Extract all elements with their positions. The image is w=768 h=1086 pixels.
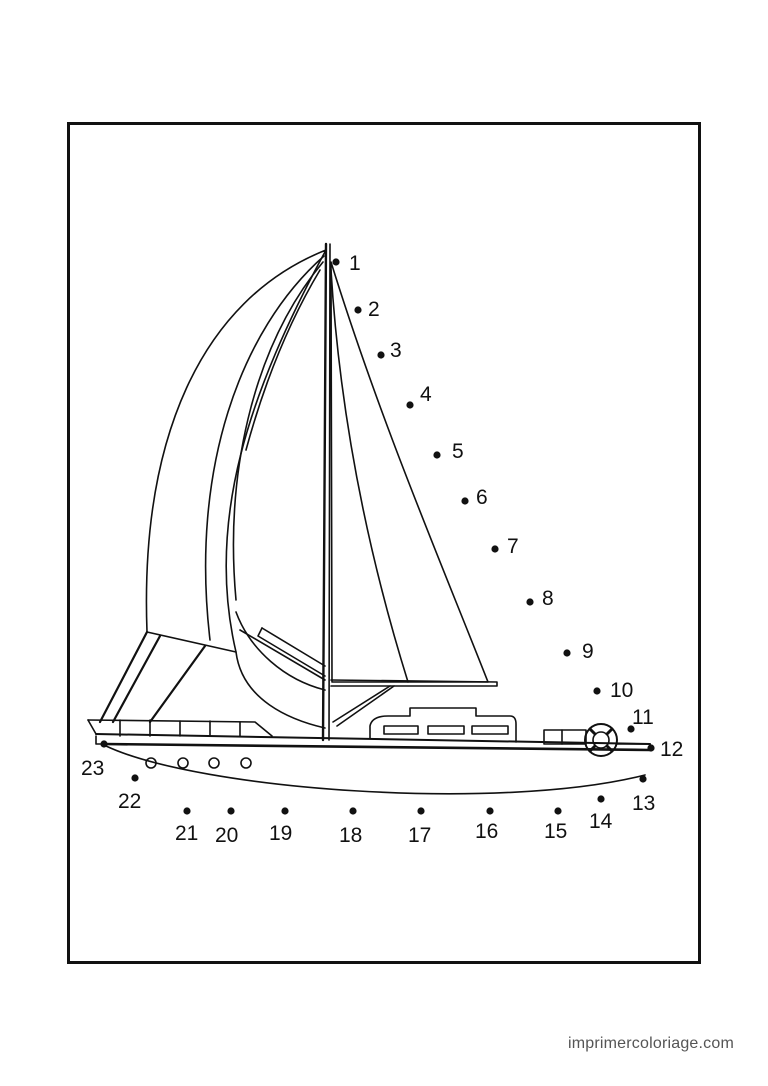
spinnaker-sail: [145, 249, 327, 729]
dot-label-11: 11: [632, 706, 654, 729]
dot-21: [183, 807, 191, 815]
dot-8: [526, 598, 534, 606]
mast: [321, 242, 331, 742]
dot-10: [593, 687, 601, 695]
dot-3: [377, 351, 385, 359]
dot-20: [227, 807, 235, 815]
dot-15: [554, 807, 562, 815]
dot-9: [563, 649, 571, 657]
dot-7: [491, 545, 499, 553]
dot-label-3: 3: [390, 339, 402, 362]
dot-label-16: 16: [475, 820, 498, 843]
dot-12: [647, 744, 655, 752]
dot-label-1: 1: [349, 252, 361, 275]
dot-11: [627, 725, 635, 733]
dot-label-13: 13: [632, 792, 655, 815]
dot-label-14: 14: [589, 810, 613, 833]
dot-label-7: 7: [507, 535, 519, 558]
dot-22: [131, 774, 139, 782]
bow-railing: [87, 719, 273, 737]
dot-1: [332, 258, 340, 266]
dot-18: [349, 807, 357, 815]
worksheet-frame: [67, 122, 701, 964]
dot-23: [100, 740, 108, 748]
dot-label-12: 12: [660, 738, 683, 761]
dot-label-2: 2: [368, 298, 380, 321]
dot-13: [639, 775, 647, 783]
site-credit: imprimercoloriage.com: [567, 1035, 734, 1052]
dot-label-5: 5: [452, 440, 464, 463]
dot-label-4: 4: [420, 383, 432, 406]
dot-label-20: 20: [215, 824, 238, 847]
dot-5: [433, 451, 441, 459]
dot-6: [461, 497, 469, 505]
dot-label-6: 6: [476, 486, 488, 509]
jib-sail: [330, 261, 498, 687]
dot-4: [406, 401, 414, 409]
dot-2: [354, 306, 362, 314]
dot-16: [486, 807, 494, 815]
dot-label-21: 21: [175, 822, 198, 845]
dot-17: [417, 807, 425, 815]
dot-label-19: 19: [269, 822, 292, 845]
dot-label-22: 22: [118, 790, 141, 813]
hull-deck: [95, 733, 652, 795]
dot-19: [281, 807, 289, 815]
dot-label-9: 9: [582, 640, 594, 663]
dot-label-10: 10: [610, 679, 633, 702]
dot-label-15: 15: [544, 820, 567, 843]
dot-label-18: 18: [339, 824, 362, 847]
rigging: [98, 630, 395, 727]
dot-label-17: 17: [408, 824, 431, 847]
dot-label-8: 8: [542, 587, 554, 610]
cabin: [369, 707, 517, 743]
dot-label-23: 23: [81, 757, 104, 780]
dot-14: [597, 795, 605, 803]
